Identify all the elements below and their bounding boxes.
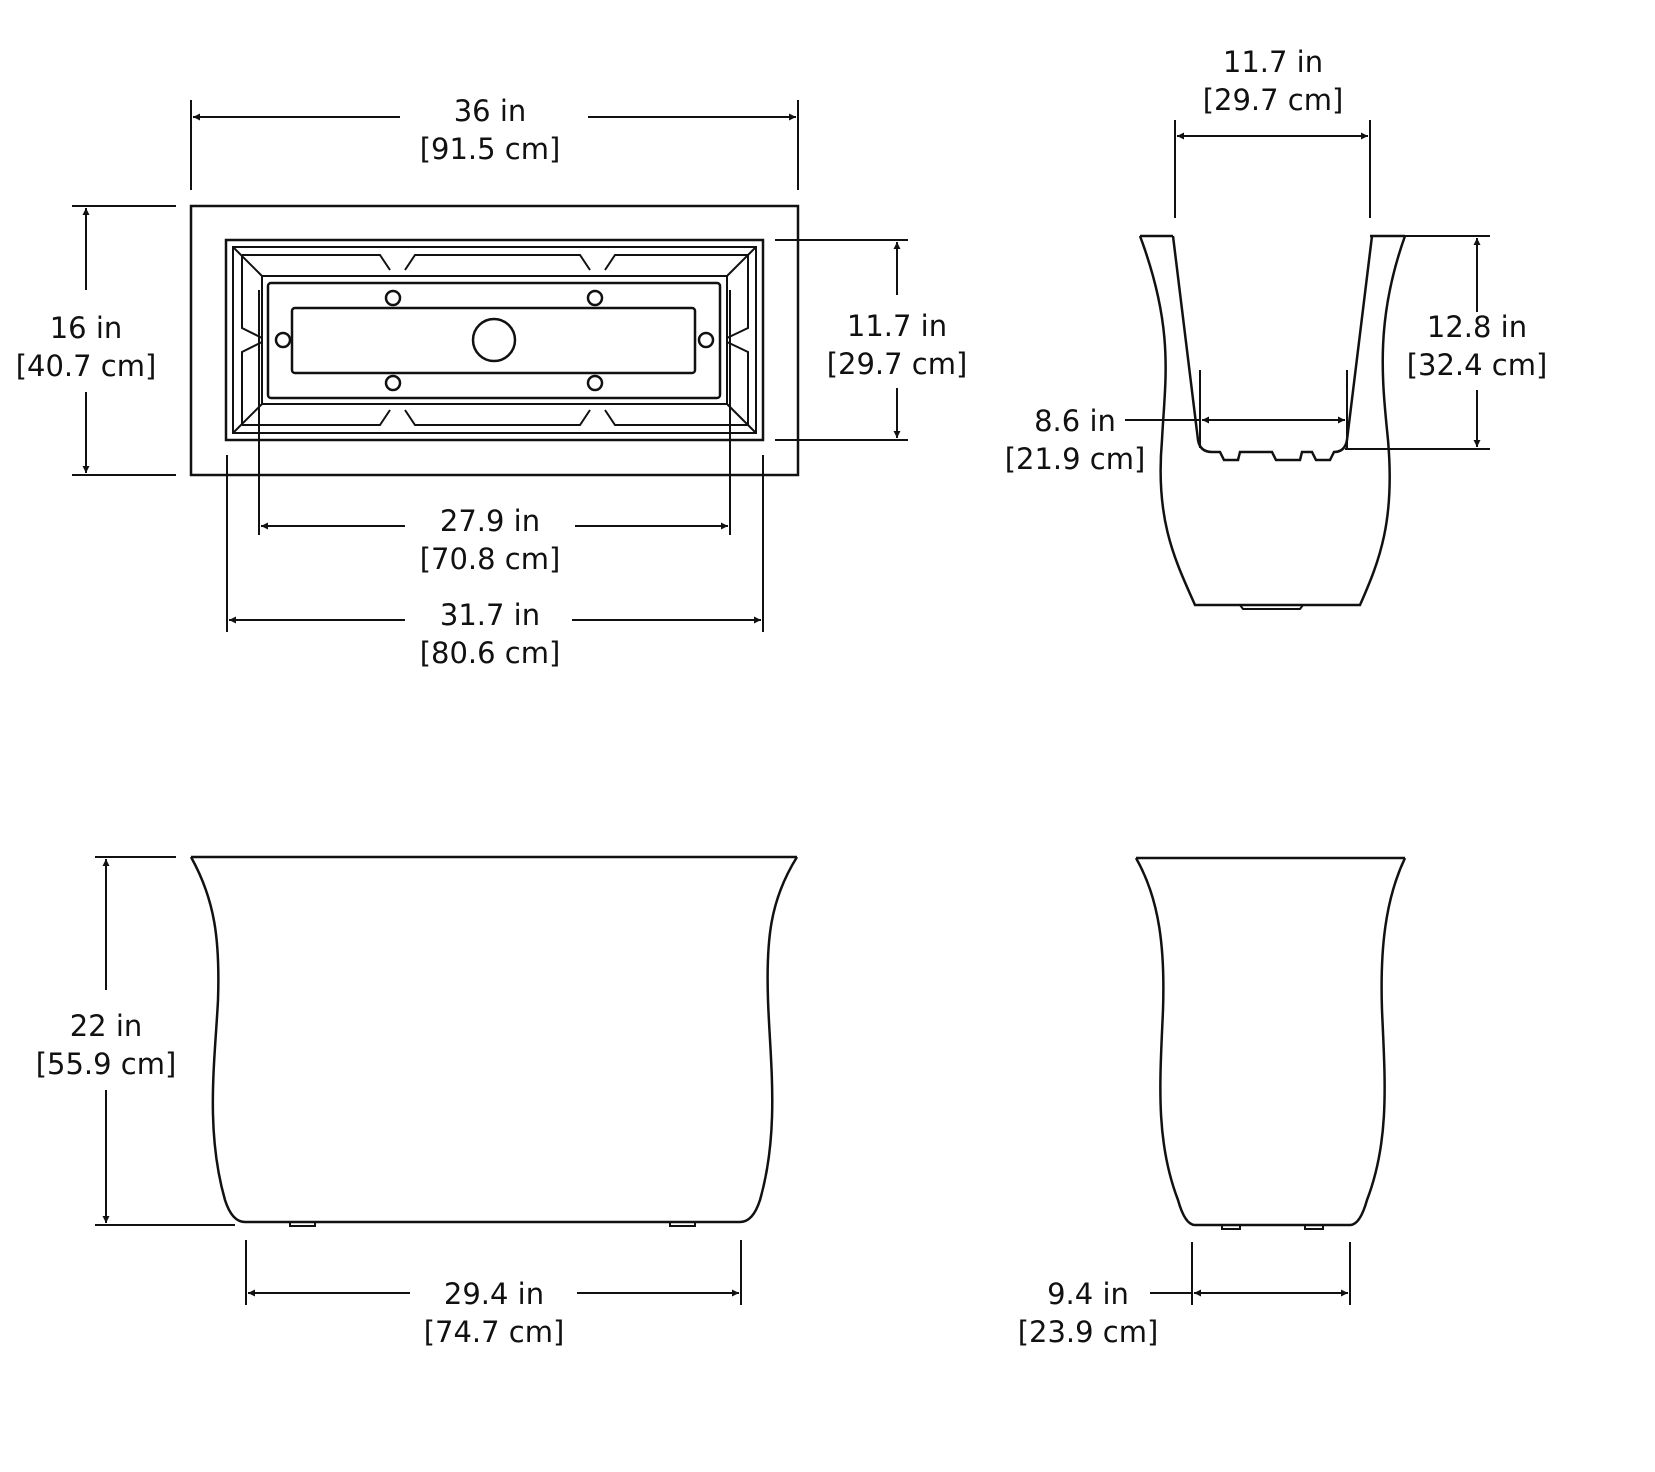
dim-liner-depth-in: 12.8 in bbox=[1427, 310, 1527, 344]
dim-inner-length-cm: [80.6 cm] bbox=[420, 636, 561, 670]
dim-top-inner-cm: [29.7 cm] bbox=[1203, 83, 1344, 117]
dim-inner-width-in: 11.7 in bbox=[847, 309, 947, 343]
side-view: 9.4 in [23.9 cm] bbox=[1018, 856, 1407, 1349]
dim-base-width-cm: [23.9 cm] bbox=[1018, 1315, 1159, 1349]
liner-rim bbox=[224, 238, 765, 442]
section-view: 11.7 in [29.7 cm] 12.8 in [32.4 cm] 8.6 … bbox=[1005, 45, 1548, 610]
dim-base-length-cm: [74.7 cm] bbox=[424, 1315, 565, 1349]
top-view: 36 in [91.5 cm] 16 in [40.7 cm] 11.7 in … bbox=[16, 94, 968, 670]
liner-outline bbox=[1171, 235, 1374, 462]
dim-base-width-in: 9.4 in bbox=[1047, 1277, 1129, 1311]
dim-base-length-in: 29.4 in bbox=[444, 1277, 544, 1311]
dim-length-in: 36 in bbox=[454, 94, 527, 128]
tray bbox=[266, 281, 722, 400]
dim-inner-length-in: 31.7 in bbox=[440, 598, 540, 632]
dim-liner-bottom-in: 8.6 in bbox=[1034, 404, 1116, 438]
dim-inner-width-cm: [29.7 cm] bbox=[827, 347, 968, 381]
reservoir bbox=[290, 306, 697, 375]
dim-width-cm: [40.7 cm] bbox=[16, 349, 157, 383]
dim-height-in: 22 in bbox=[70, 1009, 143, 1043]
mounting-holes bbox=[274, 289, 715, 392]
dim-liner-depth-cm: [32.4 cm] bbox=[1407, 348, 1548, 382]
dim-length-cm: [91.5 cm] bbox=[420, 132, 561, 166]
dim-liner-bottom-cm: [21.9 cm] bbox=[1005, 442, 1146, 476]
side-outline bbox=[1134, 856, 1407, 1227]
outer-rim bbox=[189, 204, 800, 477]
dim-inner-bottom-in: 27.9 in bbox=[440, 504, 540, 538]
dim-height-cm: [55.9 cm] bbox=[36, 1047, 177, 1081]
front-view: 22 in [55.9 cm] 29.4 in [74.7 cm] bbox=[36, 855, 799, 1349]
dim-width-in: 16 in bbox=[50, 311, 123, 345]
drain-hole bbox=[471, 317, 517, 363]
front-outline bbox=[189, 855, 799, 1224]
dim-top-inner-in: 11.7 in bbox=[1223, 45, 1323, 79]
dim-inner-bottom-cm: [70.8 cm] bbox=[420, 542, 561, 576]
